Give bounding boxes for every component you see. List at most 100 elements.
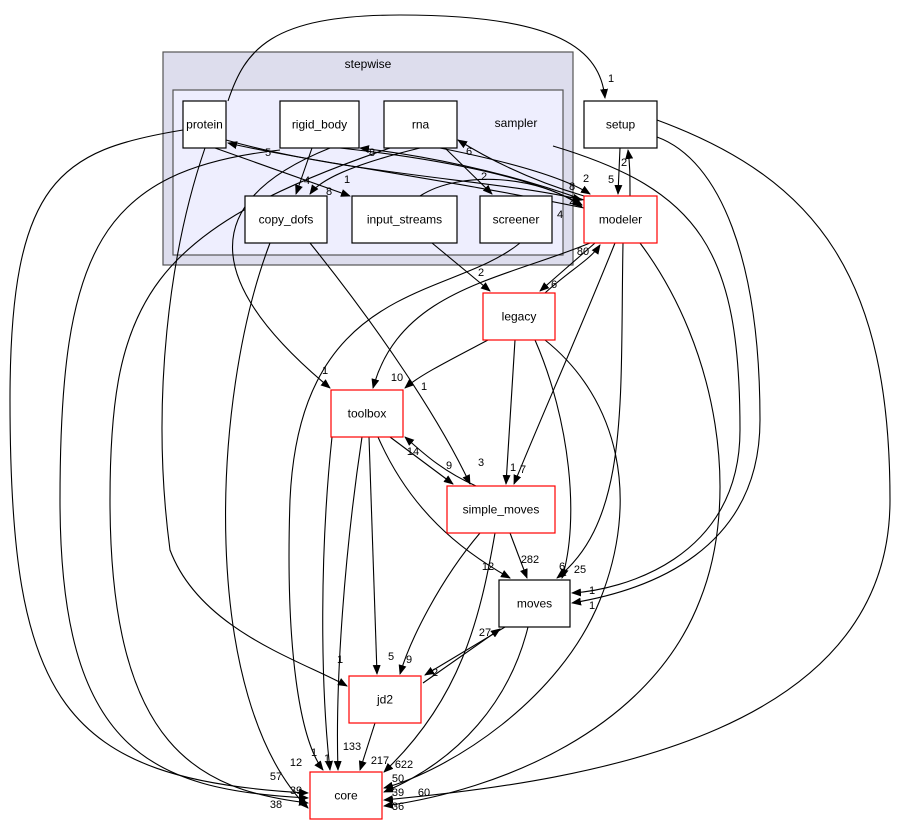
node-moves[interactable]: moves bbox=[498, 579, 571, 628]
edge-label-input_streams-to-legacy[interactable]: 2 bbox=[478, 267, 484, 279]
edge-label-legacy-to-moves[interactable]: 6 bbox=[559, 561, 565, 573]
node-box bbox=[279, 100, 360, 149]
edge-label-toolbox-to-core[interactable]: 1 bbox=[324, 753, 330, 765]
edge-label-jd2-to-core[interactable]: 217 bbox=[371, 755, 389, 767]
edge-label-moves-to-core[interactable]: 39 bbox=[392, 787, 404, 799]
edge-label-modeler-to-core[interactable]: 36 bbox=[392, 801, 404, 813]
node-label[interactable]: input_streams bbox=[367, 213, 442, 227]
edge-label-modeler-to-toolbox[interactable]: 10 bbox=[391, 372, 403, 384]
edge-label-setup-to-moves[interactable]: 1 bbox=[589, 600, 595, 612]
edge-label-modeler-to-legacy[interactable]: 6 bbox=[551, 279, 557, 291]
edge-protein-to-jd2 bbox=[161, 147, 348, 687]
node-label[interactable]: setup bbox=[606, 118, 636, 132]
edge-label-setup-to-modeler[interactable]: 5 bbox=[608, 174, 614, 186]
edge-rna-to-modeler bbox=[439, 147, 591, 195]
cluster-label[interactable]: sampler bbox=[495, 116, 538, 130]
edge-label-protein-to-modeler[interactable]: 8 bbox=[569, 181, 575, 193]
edge-label-rna-to-core[interactable]: 39 bbox=[290, 785, 302, 797]
node-label[interactable]: jd2 bbox=[376, 693, 393, 707]
node-label[interactable]: screener bbox=[493, 213, 540, 227]
edge-label-simple_moves-to-moves[interactable]: 282 bbox=[521, 554, 539, 566]
edge-label-copy_dofs-to-core[interactable]: 38 bbox=[270, 799, 282, 811]
edge-label-protein-to-core[interactable]: 12 bbox=[290, 757, 302, 769]
node-jd2[interactable]: jd2 bbox=[348, 675, 422, 724]
edge-label-moves-to-jd2[interactable]: 2 bbox=[432, 667, 438, 679]
node-core[interactable]: core bbox=[309, 771, 383, 820]
edge-setup-to-core bbox=[383, 119, 891, 804]
node-copy_dofs[interactable]: copy_dofs bbox=[244, 195, 328, 244]
edge-toolbox-to-core bbox=[333, 436, 363, 771]
edge-label-toolbox-to-moves[interactable]: 12 bbox=[482, 561, 494, 573]
edge-label-rna-to-copy_dofs[interactable]: 8 bbox=[326, 186, 332, 198]
node-box bbox=[446, 485, 556, 534]
edge-label-toolbox-to-simple_moves[interactable]: 9 bbox=[446, 460, 452, 472]
edge-modeler-to-moves bbox=[556, 242, 624, 579]
node-screener[interactable]: screener bbox=[479, 195, 553, 244]
edge-label-modeler-to-setup[interactable]: 2 bbox=[621, 157, 627, 169]
edge-legacy-to-core bbox=[383, 339, 621, 790]
edge-label-legacy-to-core[interactable]: 50 bbox=[392, 773, 404, 785]
edge-label-modeler-to-simple_moves[interactable]: 7 bbox=[520, 464, 526, 476]
node-toolbox[interactable]: toolbox bbox=[330, 389, 404, 438]
edge-rna-to-copy_dofs bbox=[309, 147, 421, 195]
cluster-label[interactable]: stepwise bbox=[345, 57, 392, 71]
edge-label-rigid_body-to-core[interactable]: 57 bbox=[270, 771, 282, 783]
edge-label-protein-to-jd2[interactable]: 1 bbox=[337, 654, 343, 666]
node-modeler[interactable]: modeler bbox=[583, 195, 658, 244]
edge-label-legacy-to-toolbox[interactable]: 1 bbox=[421, 381, 427, 393]
node-protein[interactable]: protein bbox=[182, 100, 227, 149]
node-box bbox=[348, 675, 422, 724]
edge-label-sampler-to-moves[interactable]: 1 bbox=[589, 585, 595, 597]
edge-rigid_body-to-core bbox=[59, 149, 309, 802]
edge-simple_moves-to-jd2 bbox=[398, 532, 481, 675]
edge-label-modeler-to-rna[interactable]: 6 bbox=[466, 146, 472, 158]
edge-label-simple_moves-to-jd2[interactable]: 9 bbox=[406, 654, 412, 666]
edge-label-modeler-to-rigid_body[interactable]: 8 bbox=[369, 147, 375, 159]
edge-label-legacy-to-modeler[interactable]: 80 bbox=[577, 246, 589, 258]
edge-toolbox-to-jd2 bbox=[368, 436, 381, 675]
node-label[interactable]: core bbox=[334, 789, 358, 803]
node-label[interactable]: toolbox bbox=[348, 407, 387, 421]
edge-modeler-to-setup bbox=[625, 149, 634, 197]
edge-label-protein-to-setup[interactable]: 1 bbox=[608, 73, 614, 85]
edge-moves-to-core bbox=[383, 626, 529, 793]
edge-label-rigid_body-to-copy_dofs[interactable]: 4 bbox=[304, 175, 310, 187]
edge-input_streams-to-modeler bbox=[419, 178, 583, 208]
edge-label-jd2-to-moves[interactable]: 27 bbox=[479, 627, 491, 639]
node-label[interactable]: legacy bbox=[502, 310, 537, 324]
edge-label-rigid_body-to-toolbox[interactable]: 1 bbox=[322, 365, 328, 377]
node-label[interactable]: moves bbox=[517, 597, 552, 611]
node-label[interactable]: protein bbox=[186, 118, 223, 132]
edge-label-modeler-to-moves[interactable]: 25 bbox=[574, 564, 586, 576]
node-input_streams[interactable]: input_streams bbox=[351, 195, 458, 244]
node-label[interactable]: modeler bbox=[599, 213, 642, 227]
node-label[interactable]: copy_dofs bbox=[259, 213, 314, 227]
edge-label-toolbox-to-core[interactable]: 133 bbox=[343, 741, 361, 753]
edge-label-modeler-to-protein[interactable]: 5 bbox=[265, 147, 271, 159]
edge-label-simple_moves-to-core[interactable]: 622 bbox=[395, 759, 413, 771]
edge-label-legacy-to-simple_moves[interactable]: 1 bbox=[510, 462, 516, 474]
edge-label-protein-to-input_streams[interactable]: 1 bbox=[344, 174, 350, 186]
edge-label-rna-to-screener[interactable]: 2 bbox=[481, 171, 487, 183]
node-simple_moves[interactable]: simple_moves bbox=[446, 485, 556, 534]
edge-label-screener-to-core[interactable]: 1 bbox=[311, 747, 317, 759]
node-label[interactable]: rigid_body bbox=[292, 118, 347, 132]
node-rigid_body[interactable]: rigid_body bbox=[279, 100, 360, 149]
node-setup[interactable]: setup bbox=[583, 100, 658, 149]
node-box bbox=[309, 771, 383, 820]
edge-label-setup-to-core[interactable]: 60 bbox=[418, 787, 430, 799]
edge-label-input_streams-to-modeler[interactable]: 4 bbox=[557, 209, 563, 221]
edge-label-rna-to-modeler[interactable]: 2 bbox=[583, 173, 589, 185]
edge-label-simple_moves-to-toolbox[interactable]: 14 bbox=[407, 446, 419, 458]
edge-simple_moves-to-moves bbox=[509, 532, 528, 579]
edge-label-copy_dofs-to-simple_moves[interactable]: 3 bbox=[478, 457, 484, 469]
node-label[interactable]: simple_moves bbox=[463, 503, 540, 517]
node-legacy[interactable]: legacy bbox=[482, 292, 556, 341]
edge-label-rigid_body-to-modeler[interactable]: 2 bbox=[569, 195, 575, 207]
edge-legacy-to-toolbox bbox=[404, 339, 489, 389]
edge-label-toolbox-to-jd2[interactable]: 5 bbox=[388, 651, 394, 663]
node-rna[interactable]: rna bbox=[383, 100, 458, 149]
edge-modeler-to-rna bbox=[457, 139, 585, 197]
node-box bbox=[244, 195, 328, 244]
node-label[interactable]: rna bbox=[412, 118, 430, 132]
